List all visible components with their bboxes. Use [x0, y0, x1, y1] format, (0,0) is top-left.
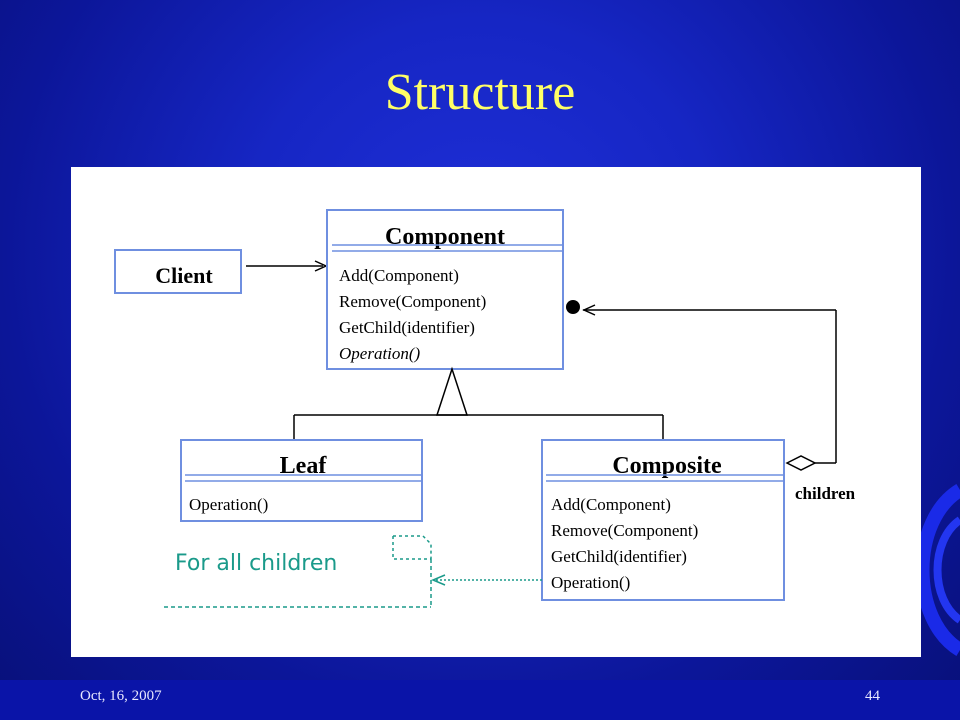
slide-page-number: 44 — [865, 688, 880, 704]
client-to-component-association — [246, 260, 328, 272]
composite-method: Remove(Component) — [551, 521, 698, 540]
composite-class: Composite Add(Component) Remove(Componen… — [541, 439, 785, 601]
footer-bar — [0, 680, 960, 720]
children-role-label: children — [795, 484, 856, 503]
component-method: Add(Component) — [339, 266, 459, 285]
component-class: Component Add(Component) Remove(Componen… — [326, 209, 564, 370]
composite-method: GetChild(identifier) — [551, 547, 687, 566]
composite-method: Operation() — [551, 573, 630, 592]
component-method-abstract: Operation() — [339, 344, 421, 363]
composite-method: Add(Component) — [551, 495, 671, 514]
children-aggregation: children — [566, 300, 856, 503]
client-class-name: Client — [155, 263, 213, 288]
diagram-panel: Client Component Add(Component) Remove(C… — [71, 167, 921, 657]
client-class: Client — [114, 249, 242, 294]
decorative-swirl — [915, 484, 960, 656]
operation-note: For all children — [164, 535, 542, 608]
note-text: For all children — [175, 551, 337, 576]
multiplicity-many-dot — [566, 300, 580, 314]
component-method: Remove(Component) — [339, 292, 486, 311]
component-class-name: Component — [385, 224, 505, 250]
leaf-method: Operation() — [189, 495, 268, 514]
slide-title: Structure — [384, 64, 576, 121]
leaf-class: Leaf Operation() — [180, 439, 423, 522]
inheritance-generalization — [293, 366, 664, 440]
component-method: GetChild(identifier) — [339, 318, 475, 337]
slide-date: Oct, 16, 2007 — [80, 688, 162, 704]
uml-class-diagram: Client Component Add(Component) Remove(C… — [114, 209, 856, 608]
